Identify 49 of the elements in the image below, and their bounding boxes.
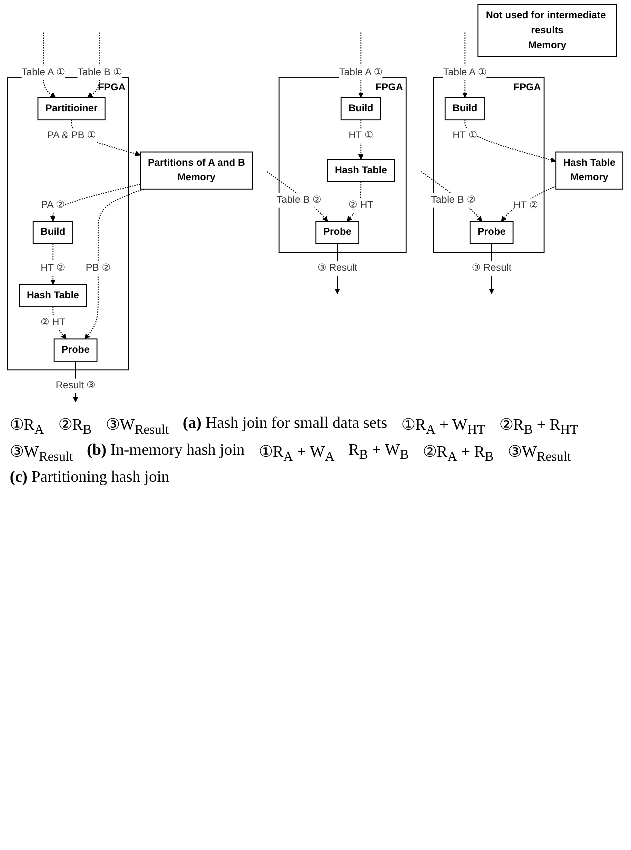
note-label: ①R$_{A}$ + W$_{HT}$ [401, 416, 486, 438]
node-box: Partitioiner [38, 97, 106, 121]
note-label: ②R$_{A}$ + R$_{B}$ [423, 443, 494, 466]
node-box: Build [444, 97, 486, 121]
edge-label: HT ① [452, 130, 478, 142]
note-label: (b) In-memory hash join [87, 442, 245, 462]
arrow [464, 120, 556, 163]
arrow [50, 184, 142, 222]
note-label: ②R$_{B}$ [58, 416, 92, 438]
node-box: Not used for intermediate results Memory [478, 4, 618, 58]
edge-label: PB ② [86, 263, 111, 274]
note-label: ①R$_{A}$ + W$_{A}$ [258, 443, 335, 466]
node-box: Hash Table [19, 284, 88, 308]
node-box: Build [340, 97, 382, 121]
edge-label: ③ Result [318, 263, 358, 274]
edge-label: Result ③ [56, 380, 96, 392]
node-box: Build [32, 221, 74, 244]
edge-label: ② HT [348, 200, 374, 210]
node-box: Probe [316, 221, 360, 244]
edge-label: ② HT [40, 318, 66, 328]
node-box: Probe [54, 338, 98, 362]
node-box: Hash Table [327, 159, 396, 182]
note-label: R$_{B}$ + W$_{B}$ [348, 442, 410, 464]
note-label: ③W$_{Result}$ [106, 416, 170, 438]
node-box: Probe [470, 221, 514, 244]
edge-label: ③ Result [472, 263, 512, 274]
edge-label: HT ② [514, 200, 538, 211]
node-box: Partitions of A and B Memory [140, 152, 254, 190]
note-label: ②R$_{B}$ + R$_{HT}$ [499, 416, 578, 438]
note-label: ③W$_{Result}$ [10, 443, 74, 466]
edge-label: Table B ① [78, 67, 122, 78]
edge-label: PA & PB ① [47, 130, 96, 142]
arrow [84, 188, 144, 340]
edge-label: Table B ② [431, 194, 476, 206]
note-label: ③W$_{Result}$ [508, 443, 572, 466]
edge-label: HT ② [40, 263, 66, 274]
note-label: ①R$_{A}$ [10, 416, 44, 438]
edge-label: Table B ② [276, 194, 322, 206]
edge-label: Table A ① [339, 67, 383, 78]
note-label: (c) Partitioning hash join [10, 469, 170, 488]
edge-label: Table A ① [443, 67, 487, 78]
note-label: (a) Hash join for small data sets [183, 414, 388, 434]
edge-label: Table A ① [22, 67, 66, 78]
arrow [421, 171, 482, 222]
node-box: Hash Table Memory [556, 152, 624, 190]
arrow [501, 186, 557, 222]
edge-label: HT ① [348, 130, 374, 142]
arrow [266, 171, 328, 222]
edge-label: PA ② [41, 200, 65, 210]
